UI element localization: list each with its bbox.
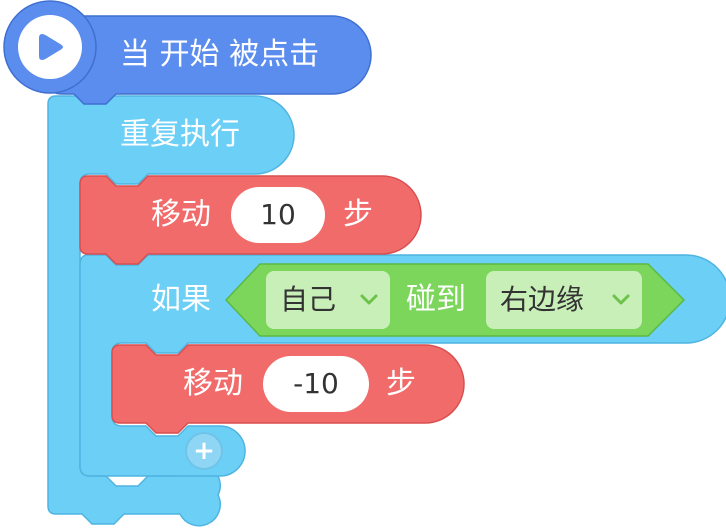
steps-input-2[interactable]: -10 — [263, 356, 369, 412]
steps-unit-2: 步 — [386, 366, 416, 401]
touching-label: 碰到 — [406, 282, 466, 317]
chevron-down-icon — [360, 271, 378, 329]
move-label-1: 移动 — [151, 197, 211, 232]
play-icon[interactable] — [32, 29, 68, 65]
target-dropdown[interactable]: 右边缘 — [486, 271, 642, 329]
object-dropdown-value: 自己 — [280, 283, 337, 316]
add-block-button[interactable]: + — [185, 432, 223, 470]
chevron-down-icon — [612, 271, 630, 329]
move-label-2: 移动 — [183, 366, 243, 401]
start-hat-label: 当 开始 被点击 — [120, 37, 320, 72]
repeat-label: 重复执行 — [120, 117, 240, 152]
steps-input-1[interactable]: 10 — [231, 187, 325, 243]
object-dropdown[interactable]: 自己 — [266, 271, 390, 329]
if-label: 如果 — [151, 282, 211, 317]
target-dropdown-value: 右边缘 — [500, 283, 585, 316]
steps-unit-1: 步 — [343, 197, 373, 232]
